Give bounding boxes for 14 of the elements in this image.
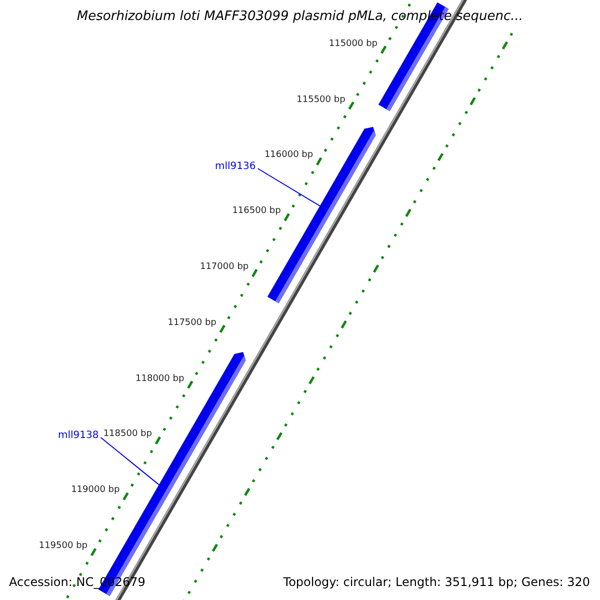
tick-label: 119000 bp <box>71 485 120 496</box>
tick-label: 119500 bp <box>38 541 88 552</box>
gene-label: mll9136 <box>215 161 256 172</box>
tick-label: 118000 bp <box>136 374 184 384</box>
tick-label: 115500 bp <box>296 94 346 105</box>
tick-label: 117000 bp <box>200 262 249 272</box>
leader-line <box>100 437 160 486</box>
leader-line <box>257 168 320 206</box>
tick-label: 116000 bp <box>264 150 314 160</box>
tick-label: 118500 bp <box>103 429 152 440</box>
gene-label: mll9138 <box>58 430 99 441</box>
summary-text: Topology: circular; Length: 351,911 bp; Genes: 320 <box>283 575 590 589</box>
gene-arrow <box>267 126 376 304</box>
tick-label: 116500 bp <box>232 206 281 216</box>
